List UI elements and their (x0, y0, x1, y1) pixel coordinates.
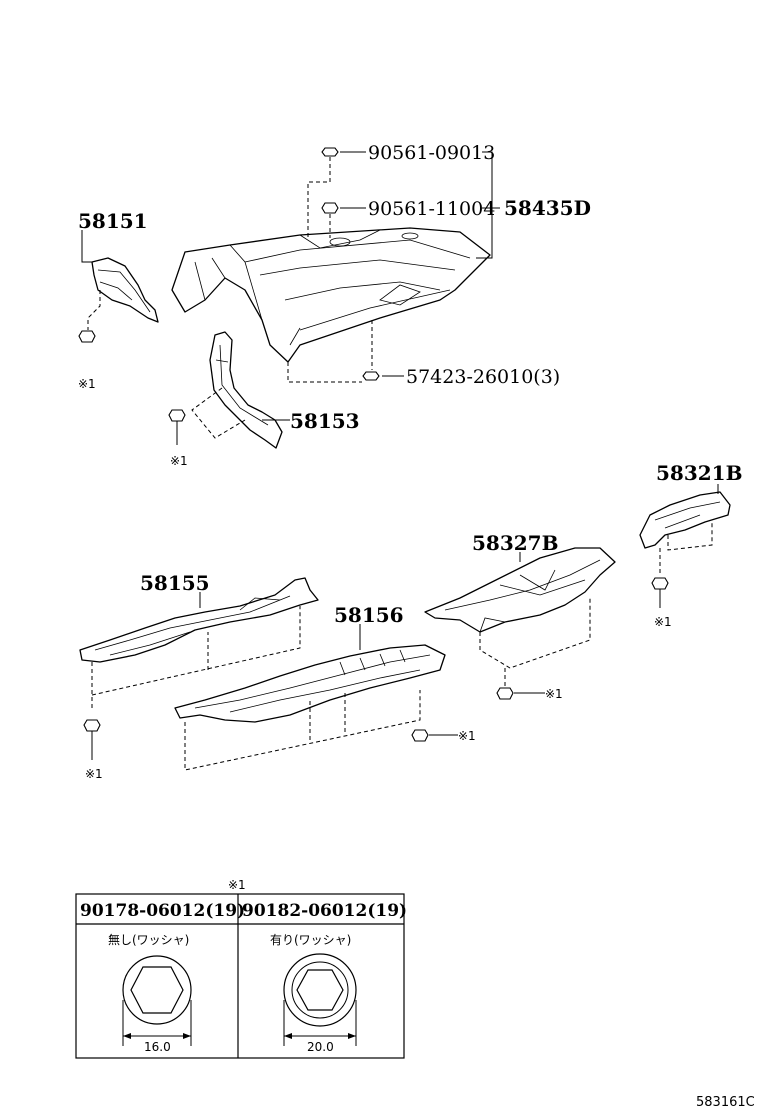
bolt-no-washer-icon (122, 955, 192, 1046)
label-58321B: 58321B (656, 461, 742, 485)
insulator-58321B[interactable] (639, 491, 731, 549)
bolt-58327B[interactable] (496, 687, 514, 700)
bolt-58151[interactable] (78, 330, 96, 343)
bolt-with-washer-icon (283, 953, 357, 1046)
insulator-58156[interactable] (174, 644, 446, 723)
table-col1-note: 無し(ワッシャ) (108, 932, 189, 947)
label-57423-26010: 57423-26010(3) (406, 366, 560, 388)
ref-mark-58156: ※1 (458, 729, 476, 743)
label-90561-11004: 90561-11004 (368, 198, 495, 220)
nut-90561-11004[interactable] (321, 202, 339, 214)
table-title: ※1 (228, 878, 246, 892)
ref-mark-58321B: ※1 (654, 615, 672, 629)
nut-90561-09013[interactable] (321, 147, 339, 157)
bolt-table: ※1 90178-06012(19) 90182-06012(19) 無し(ワッ… (75, 878, 407, 1059)
table-col2-dim: 20.0 (307, 1040, 334, 1054)
ref-mark-58155: ※1 (85, 767, 103, 781)
insulator-58155[interactable] (79, 577, 319, 663)
label-58153: 58153 (290, 409, 360, 433)
table-col2-note: 有り(ワッシャ) (270, 933, 351, 947)
label-58151: 58151 (78, 209, 148, 233)
drawing-number: 583161C (696, 1095, 755, 1110)
table-col2-part: 90182-06012(19) (242, 901, 407, 921)
ref-mark-58151: ※1 (78, 377, 96, 391)
label-58327B: 58327B (472, 531, 558, 555)
clip-57423-26010[interactable] (362, 371, 380, 381)
heat-insulator-58435D[interactable] (171, 227, 491, 363)
table-col1-dim: 16.0 (144, 1040, 171, 1054)
bolt-58156[interactable] (411, 729, 429, 742)
label-90561-09013: 90561-09013 (368, 142, 495, 164)
insulator-58151[interactable] (91, 257, 159, 323)
ref-mark-58153: ※1 (170, 454, 188, 468)
label-58435D: 58435D (504, 196, 591, 220)
ref-mark-58327B: ※1 (545, 687, 563, 701)
bolt-58321B[interactable] (651, 577, 669, 590)
label-58155: 58155 (140, 571, 210, 595)
bolt-58155[interactable] (83, 719, 101, 732)
table-col1-part: 90178-06012(19) (80, 901, 245, 921)
bolt-58153[interactable] (168, 409, 186, 422)
insulator-58153[interactable] (209, 331, 283, 449)
insulator-58327B[interactable] (424, 547, 616, 633)
label-58156: 58156 (334, 603, 404, 627)
